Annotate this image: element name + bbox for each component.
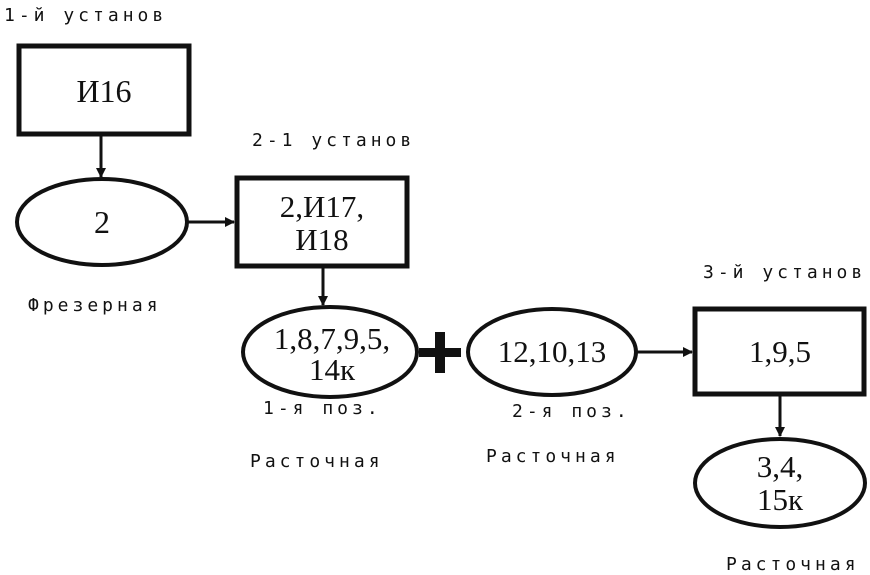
ellipse-final-line2: 15к [757,482,804,517]
ellipse-pos1-line2: 14к [309,352,356,387]
setup-1-label: 1-й установ [4,5,167,26]
boring-label-3: Расточная [726,554,860,575]
ellipse-final [693,437,867,529]
ellipse-2-text: 2 [94,204,110,240]
box-i16 [16,43,192,137]
box-2-i17-line2: И18 [295,222,348,257]
ellipse-final-line1: 3,4, [757,449,804,484]
setup-2-label: 2-1 установ [252,130,415,151]
box-i16-text: И16 [76,73,131,109]
box-2-i17-line1: 2,И17, [280,189,364,224]
ellipse-pos1-line1: 1,8,7,9,5, [274,321,390,356]
boring-label-2: Расточная [486,446,620,467]
box-1-9-5-text: 1,9,5 [749,334,811,369]
pos2-label: 2-я поз. [512,401,631,422]
milling-label: Фрезерная [28,295,162,316]
ellipse-2 [15,177,189,267]
setup-3-label: 3-й установ [703,262,866,283]
plus-icon [419,332,461,373]
boring-label-1: Расточная [250,451,384,472]
ellipse-pos1 [241,305,419,399]
pos1-label: 1-я поз. [263,398,382,419]
ellipse-pos2-text: 12,10,13 [498,334,607,369]
